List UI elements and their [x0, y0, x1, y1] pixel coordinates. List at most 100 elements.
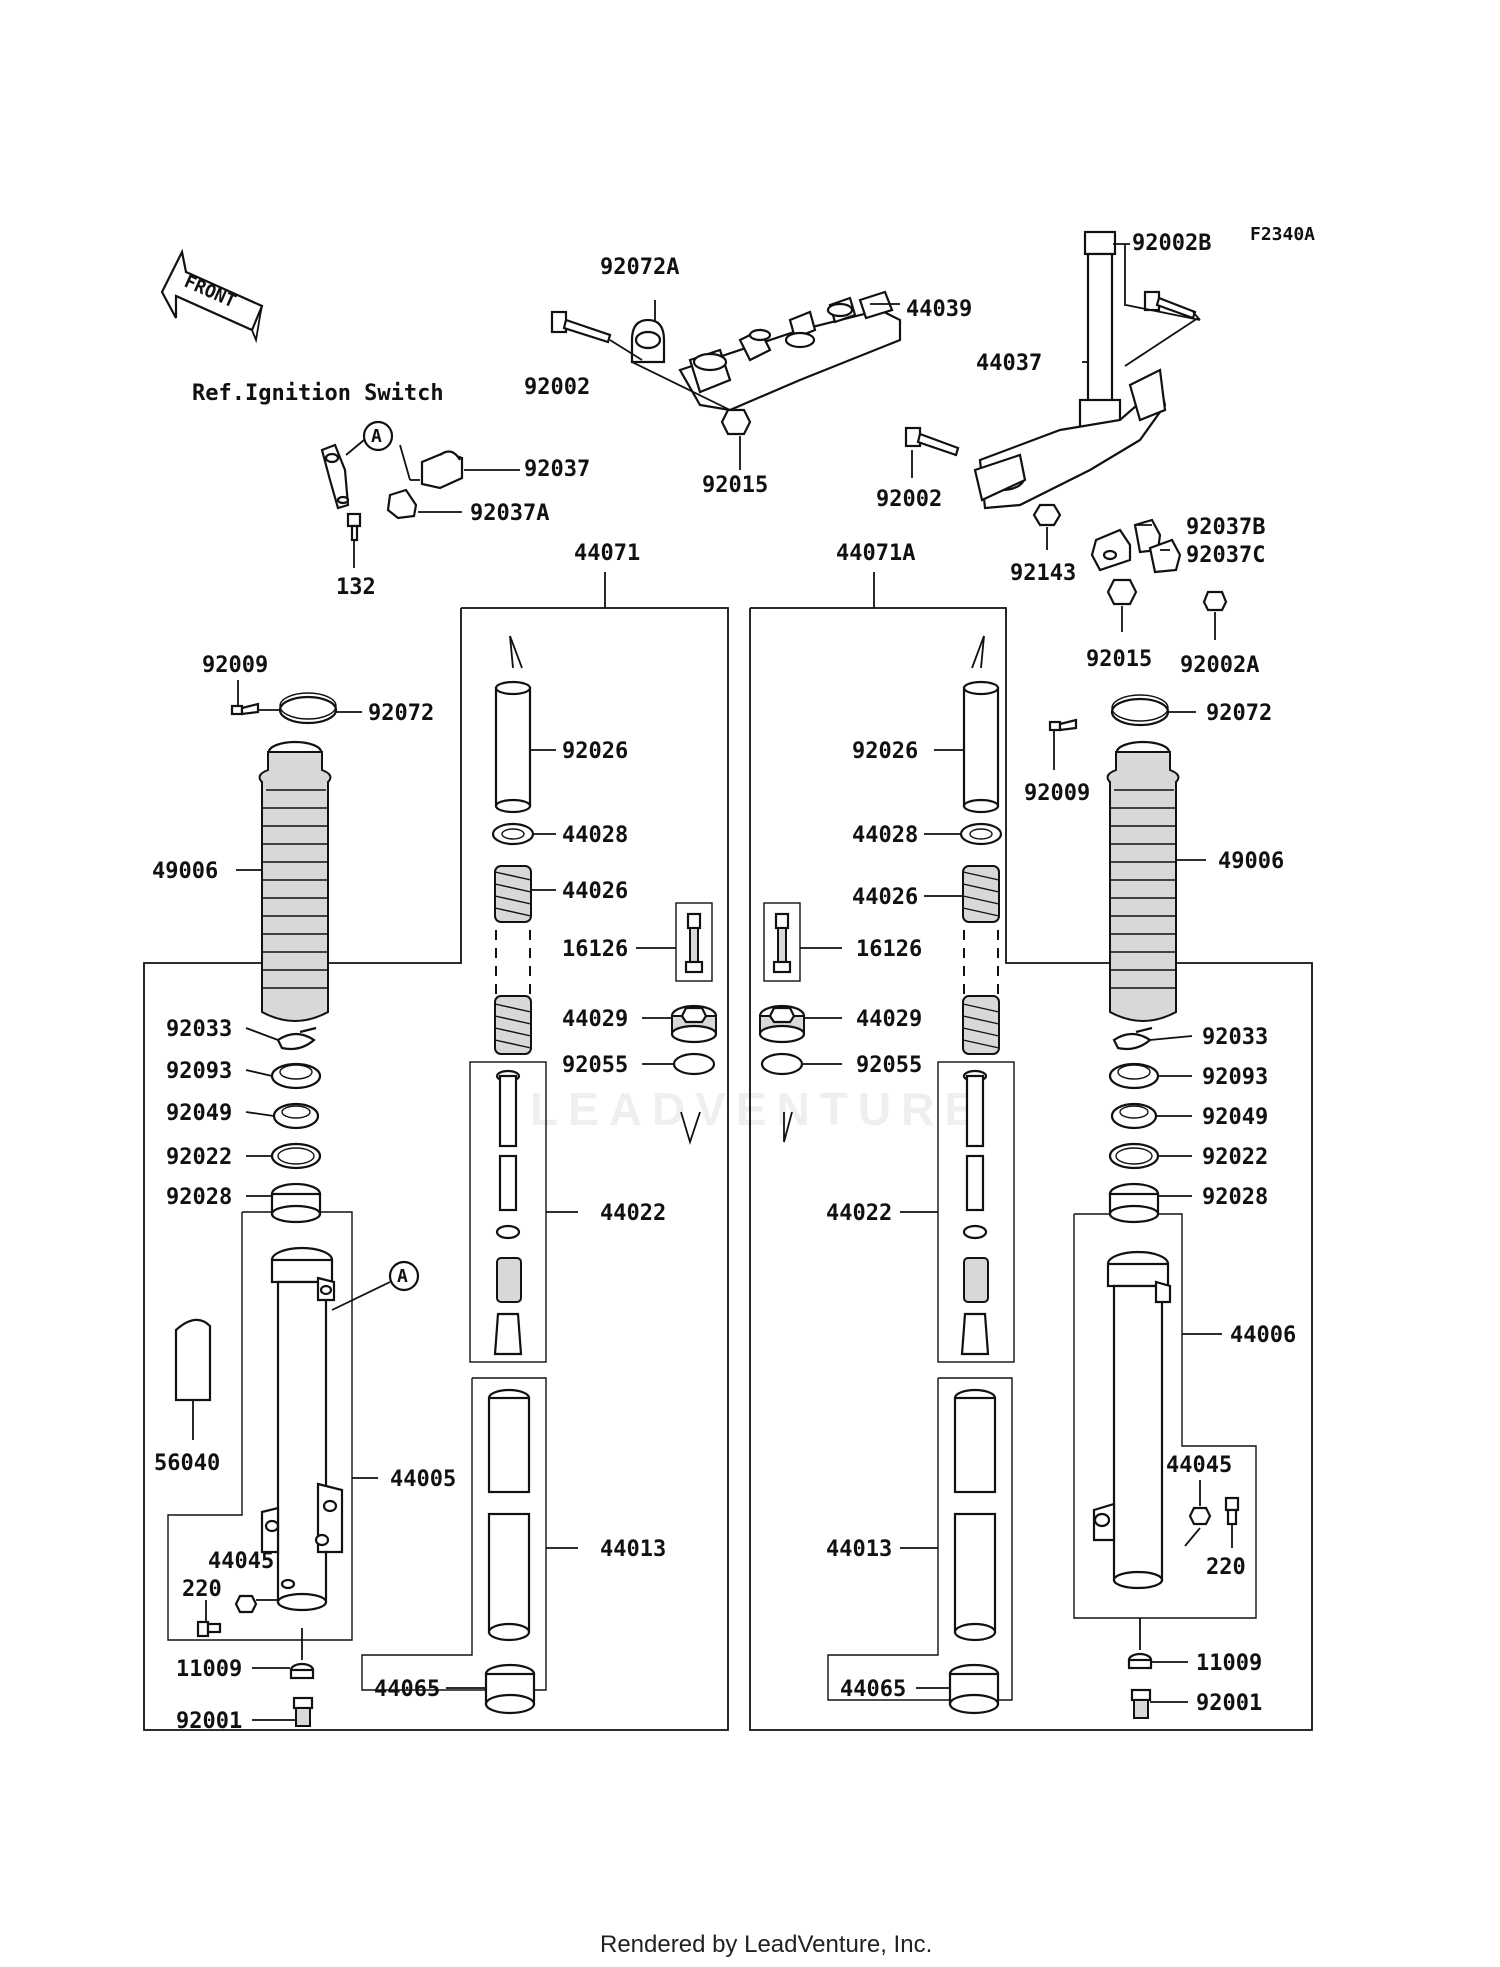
footer-credit: Rendered by LeadVenture, Inc.	[600, 1931, 932, 1958]
label-92002B: 92002B	[1132, 231, 1211, 256]
boot-49006-right	[1106, 740, 1180, 1022]
marker-a-bottom	[388, 1260, 420, 1292]
label-11009-right: 11009	[1196, 1651, 1262, 1676]
label-92072A: 92072A	[600, 255, 679, 280]
label-92049-right: 92049	[1202, 1105, 1268, 1130]
spring-44026-right	[962, 865, 1000, 1055]
ref-ignition-note: Ref.Ignition Switch	[192, 381, 444, 406]
bushing-44065-right	[948, 1663, 1000, 1715]
bolt-92002-right	[904, 426, 960, 457]
label-44045-left: 44045	[208, 1549, 274, 1574]
rod-44022-right	[960, 1069, 990, 1356]
bolt-92002A	[1202, 590, 1228, 612]
label-44071: 44071	[574, 541, 640, 566]
outer-tube-44005	[260, 1246, 344, 1612]
marker-a-bottom-label: A	[397, 1266, 408, 1287]
watermark: LEADVENTURE	[530, 1083, 985, 1135]
label-44029-right: 44029	[856, 1007, 922, 1032]
label-16126-left: 16126	[562, 937, 628, 962]
label-44071A: 44071A	[836, 541, 915, 566]
leader-lines	[236, 709, 1222, 1721]
front-arrow-icon: FRONT	[160, 248, 264, 344]
label-44037: 44037	[976, 351, 1042, 376]
label-49006-right: 49006	[1218, 849, 1284, 874]
seal-92093-left	[270, 1062, 322, 1090]
oring-92055-left	[672, 1052, 716, 1076]
label-44039: 44039	[906, 297, 972, 322]
label-92022-right: 92022	[1202, 1145, 1268, 1170]
bolt-220-left	[196, 1620, 222, 1638]
boot-49006-left	[258, 740, 332, 1022]
spring-44026-left	[494, 865, 532, 1055]
fork-box-left	[143, 572, 729, 1731]
box-44006	[1073, 1213, 1257, 1619]
oring-92055-right	[760, 1052, 804, 1076]
box-44005	[167, 1211, 353, 1641]
label-92026-right: 92026	[852, 739, 918, 764]
label-44028-right: 44028	[852, 823, 918, 848]
fork-box-right	[749, 572, 1313, 1731]
label-92093-right: 92093	[1202, 1065, 1268, 1090]
clamp-92037	[420, 450, 464, 490]
washer-11009-left	[289, 1662, 315, 1680]
tube-92026-left	[494, 680, 532, 814]
label-92026-left: 92026	[562, 739, 628, 764]
boot-folds-left	[263, 789, 328, 989]
label-92072-left: 92072	[368, 701, 434, 726]
label-92002-top: 92002	[524, 375, 590, 400]
label-56040: 56040	[154, 1451, 220, 1476]
ring-92022-right	[1108, 1142, 1160, 1170]
label-44022-left: 44022	[600, 1201, 666, 1226]
upper-bracket-44039	[678, 290, 902, 412]
label-44045-right: 44045	[1166, 1453, 1232, 1478]
label-92055-left: 92055	[562, 1053, 628, 1078]
box-16126-left	[675, 902, 713, 982]
label-92001-left: 92001	[176, 1709, 242, 1734]
label-220-right: 220	[1206, 1555, 1246, 1580]
cylinder-44013-right	[953, 1388, 997, 1642]
valve-16126-left	[684, 912, 704, 974]
diagram-code: F2340A	[1250, 224, 1315, 245]
bushing-44065-left	[484, 1663, 536, 1715]
washer-44045-left	[234, 1594, 258, 1614]
screw-132	[346, 512, 362, 542]
bolt-92001-right	[1130, 1688, 1152, 1719]
rod-44022-left	[493, 1069, 523, 1356]
washer-11009-right	[1127, 1652, 1153, 1670]
label-92033-left: 92033	[166, 1017, 232, 1042]
ring-92022-left	[270, 1142, 322, 1170]
label-92002-right: 92002	[876, 487, 942, 512]
screw-92009-left	[230, 702, 260, 716]
label-44065-right: 44065	[840, 1677, 906, 1702]
label-92028-right: 92028	[1202, 1185, 1268, 1210]
label-11009-left: 11009	[176, 1657, 242, 1682]
label-92093-left: 92093	[166, 1059, 232, 1084]
cap-44029-left	[670, 1004, 718, 1044]
label-92015-top: 92015	[702, 473, 768, 498]
label-44006: 44006	[1230, 1323, 1296, 1348]
label-92037: 92037	[524, 457, 590, 482]
label-92049-left: 92049	[166, 1101, 232, 1126]
bolt-92002-top	[550, 310, 612, 344]
bracket-ref-ignition	[320, 443, 350, 510]
label-92072-right: 92072	[1206, 701, 1272, 726]
label-44028-left: 44028	[562, 823, 628, 848]
label-92037C: 92037C	[1186, 543, 1265, 568]
washer-92143	[1032, 503, 1062, 527]
label-44065-left: 44065	[374, 1677, 440, 1702]
label-92009-right: 92009	[1024, 781, 1090, 806]
label-92002A: 92002A	[1180, 653, 1259, 678]
valve-16126-right	[772, 912, 792, 974]
marker-a-top	[362, 420, 394, 452]
label-92033-right: 92033	[1202, 1025, 1268, 1050]
guard-56040	[174, 1318, 212, 1402]
label-49006-left: 49006	[152, 859, 218, 884]
label-44013-left: 44013	[600, 1537, 666, 1562]
tube-92026-right	[962, 680, 1000, 814]
seal-92049-right	[1110, 1102, 1158, 1130]
label-92001-right: 92001	[1196, 1691, 1262, 1716]
label-92015-right: 92015	[1086, 647, 1152, 672]
label-92037B: 92037B	[1186, 515, 1265, 540]
cylinder-44013-left	[487, 1388, 531, 1642]
